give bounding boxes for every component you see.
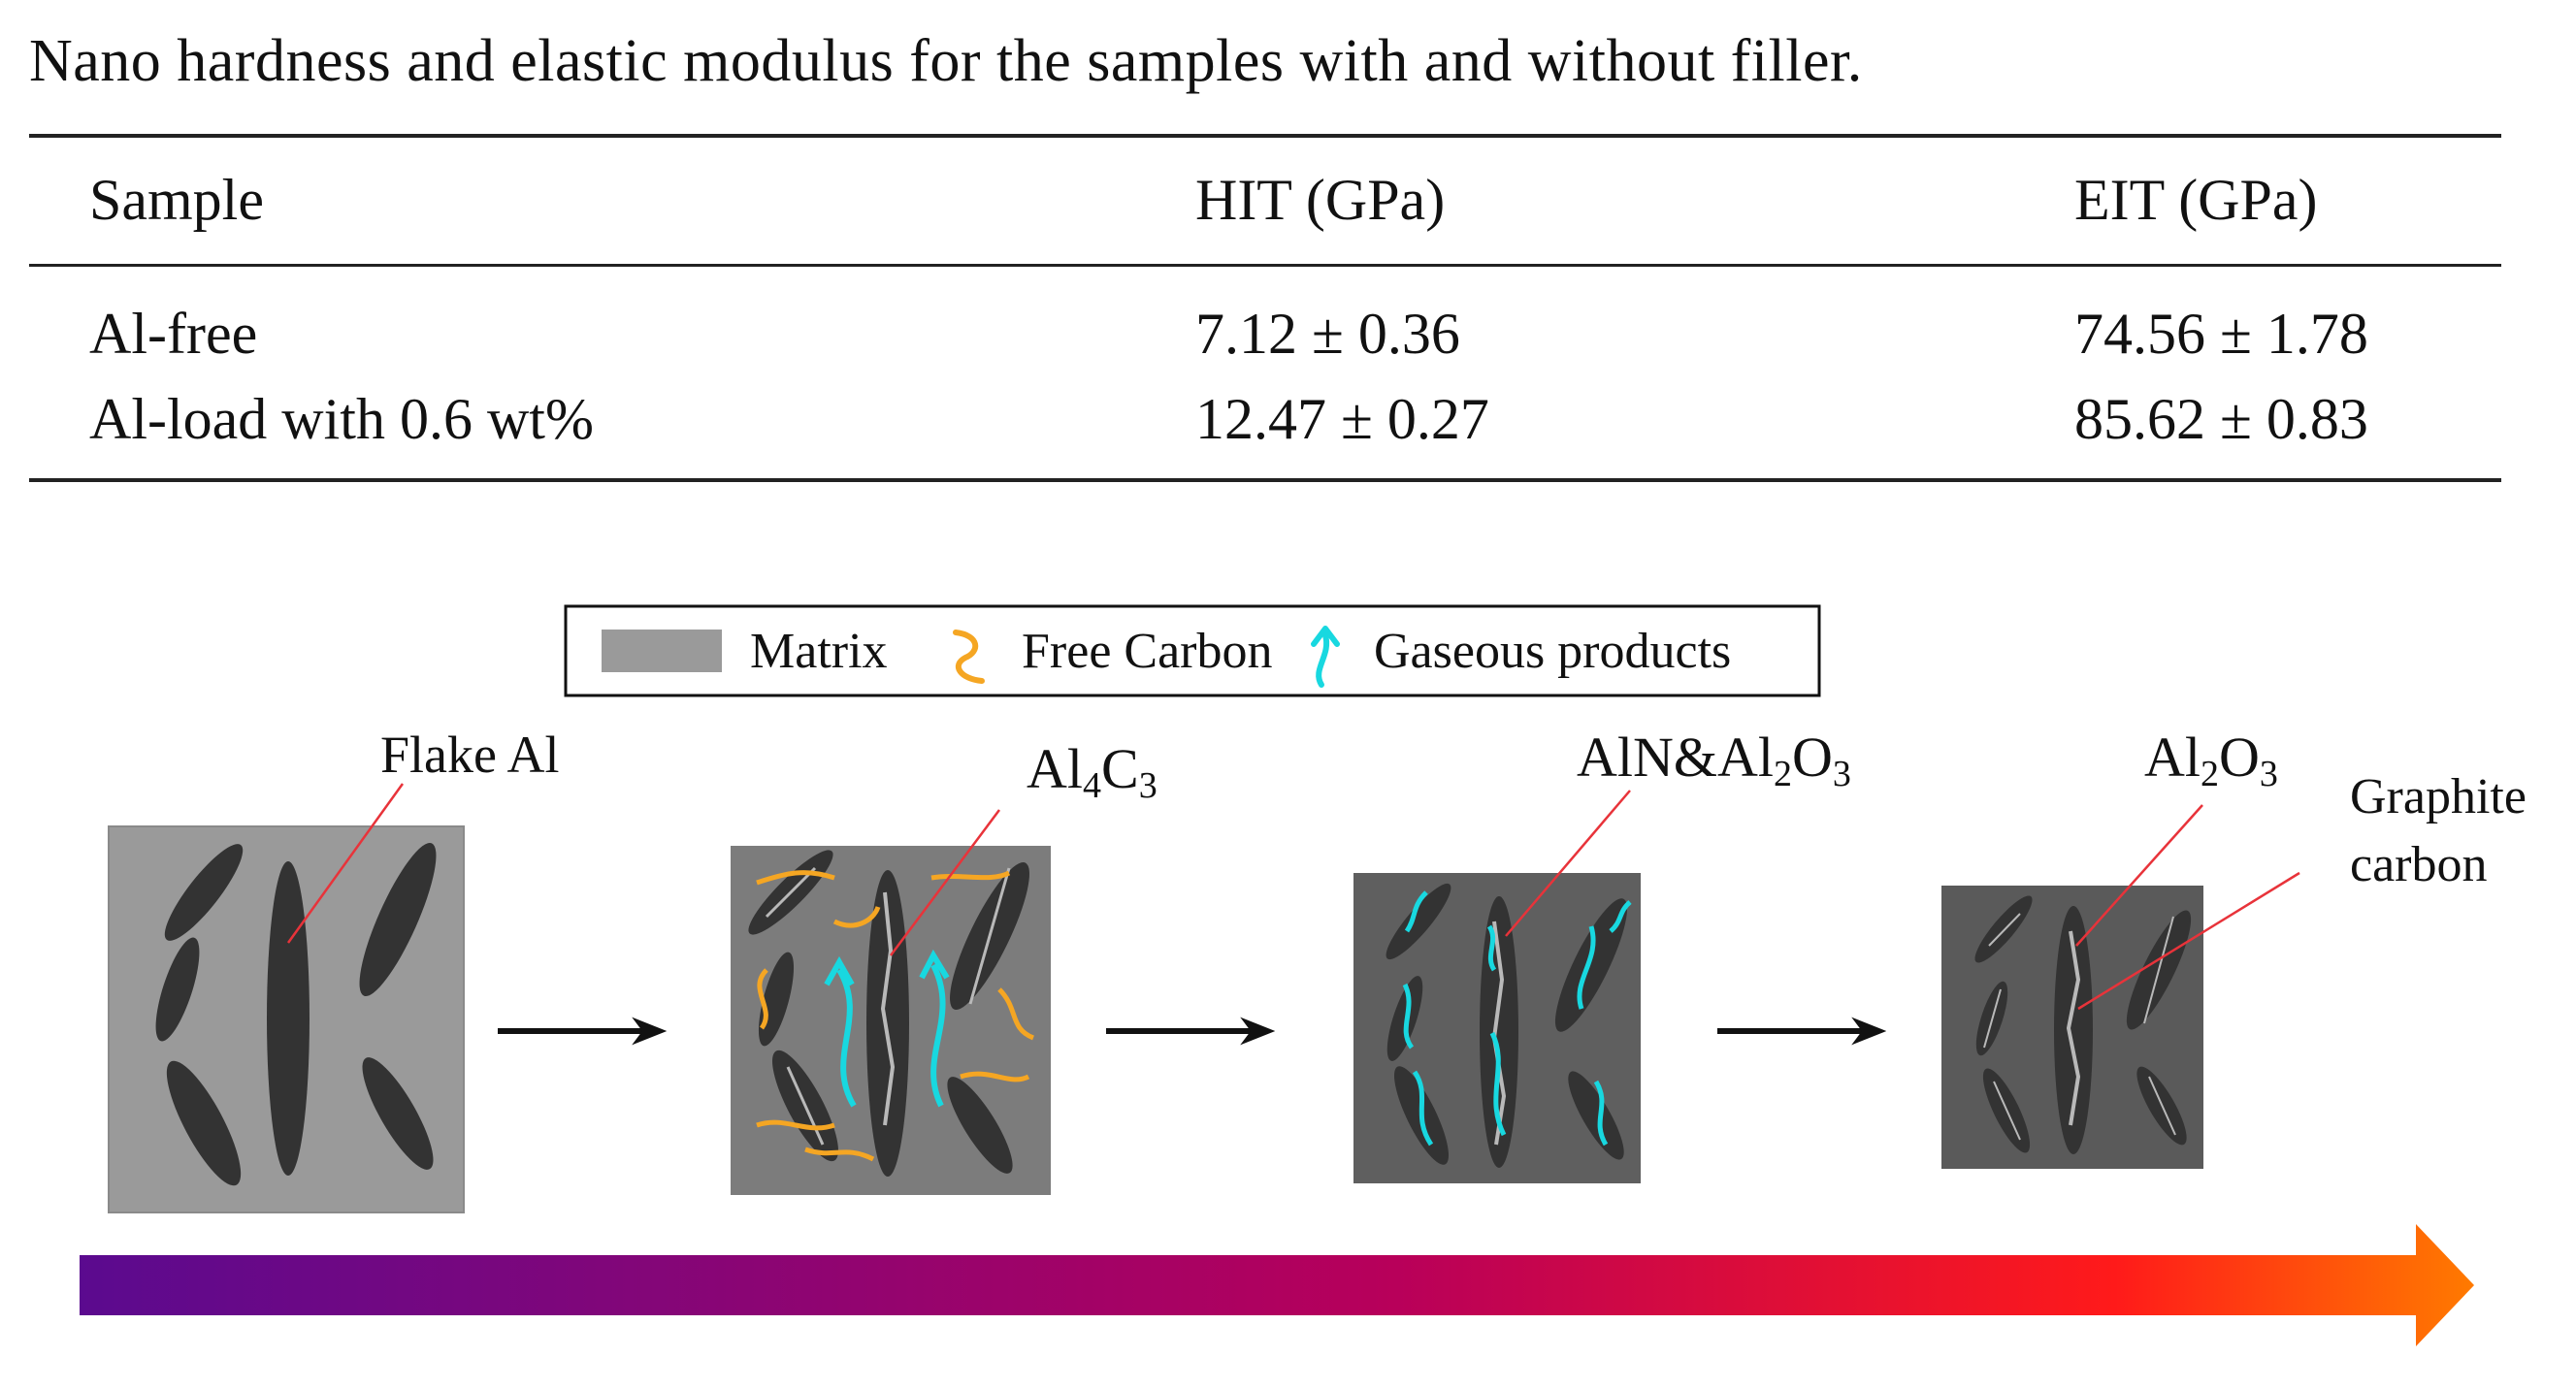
matrix-swatch [602,630,722,672]
row2-sample: Al-load with 0.6 wt% [89,387,594,451]
row1-hit: 7.12 ± 0.36 [1195,302,1460,366]
row2-hit: 12.47 ± 0.27 [1195,387,1489,451]
table-top-rule [29,134,2501,138]
header-hit: HIT (GPa) [1195,168,1446,232]
figure-legend: Matrix Free Carbon Gaseous products [564,604,1821,697]
panel-flake-al [108,783,465,1213]
label-aln-al2o3: AlN&Al2O3 [1577,726,1851,794]
table-header-rule [29,264,2501,267]
row1-eit: 74.56 ± 1.78 [2074,302,2368,366]
header-eit: EIT (GPa) [2074,168,2318,232]
label-graphite: Graphite [2350,769,2527,824]
panel-aln-al2o3 [1353,790,1641,1183]
header-sample: Sample [89,168,264,232]
legend-free-carbon: Free Carbon [1022,624,1272,679]
label-al2o3: Al2O3 [2144,726,2278,794]
label-carbon: carbon [2350,837,2487,892]
label-flake-al: Flake Al [380,726,560,784]
label-al4c3: Al4C3 [1027,737,1158,806]
row1-sample: Al-free [89,302,258,366]
legend-matrix: Matrix [750,624,888,679]
table-bottom-rule [29,478,2501,482]
panel-al4c3 [731,809,1051,1195]
free-carbon-icon [953,630,985,684]
panel-al2o3-graphite [1941,804,2300,1169]
process-gradient-arrow [80,1224,2474,1346]
row2-eit: 85.62 ± 0.83 [2074,387,2368,451]
gas-icon [1316,632,1330,688]
table-caption: Nano hardness and elastic modulus for th… [29,28,1863,94]
legend-gaseous: Gaseous products [1374,624,1731,679]
